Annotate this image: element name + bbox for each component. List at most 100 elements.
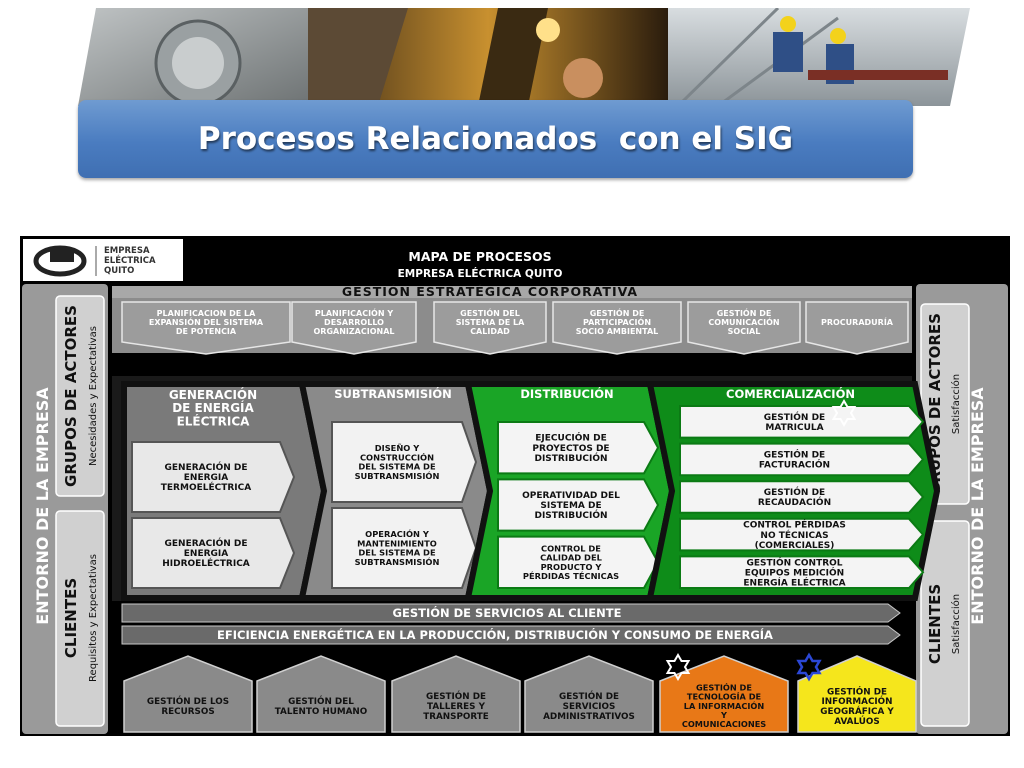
support-process-label: RECURSOS [161,707,214,717]
core-process-box [679,442,925,477]
support-process-box [797,655,917,733]
support-process-label: TRANSPORTE [423,712,489,722]
logo-line1: EMPRESA [104,246,150,256]
core-process-box [497,535,660,589]
support-process-box [123,655,253,733]
service-bar-label: GESTIÓN DE SERVICIOS AL CLIENTE [393,605,622,620]
core-process-label: DEL SISTEMA DE [358,548,436,558]
core-process-box [331,421,478,503]
strategic-process-label: DE POTENCIA [176,327,237,336]
right-clients-box [920,520,970,727]
support-process-label: GESTIÓN DE [696,682,752,693]
core-process-label: GENERACIÓN DE [165,461,248,473]
core-process-label: CONSTRUCCIÓN [360,451,434,462]
right-actors-sub: Satisfacción [950,374,962,434]
left-actors-box [55,295,105,497]
strategic-process-label: SOCIO AMBIENTAL [576,327,659,336]
left-actors-sub: Necesidades y Expectativas [88,326,99,466]
core-process-label: GESTIÓN CONTROL [746,556,842,568]
star-icon-white [831,399,857,427]
strategic-process-label: PLANIFICACION DE LA [157,309,256,318]
core-process-label: GESTIÓN DE [764,449,825,461]
core-process-box [497,421,660,475]
support-process-label: TECNOLOGÍA DE [687,691,761,702]
strategic-process-box [121,301,291,355]
strategic-process-label: ORGANIZACIONAL [313,327,394,336]
core-process-label: PÉRDIDAS TÉCNICAS [523,570,619,581]
core-process-label: DISTRIBUCIÓN [534,452,607,464]
core-stage-title: GENERACIÓN [169,387,257,402]
strategic-process-box [687,301,801,355]
support-process-box [391,655,521,733]
core-process-label: DEL SISTEMA DE [358,462,436,472]
core-process-label: DISEÑO Y [375,443,421,453]
core-process-box [679,405,925,439]
logo-line3: QUITO [104,266,134,276]
core-process-label: MATRICULA [765,423,823,433]
core-process-label: SUBTRANSMISIÓN [355,470,440,481]
right-clients-title: CLIENTES [926,584,944,664]
left-clients-box [55,510,105,727]
strategic-process-label: PARTICIPACIÓN [583,316,651,327]
strategic-title: GESTIÓN ESTRATÉGICA CORPORATIVA [342,284,638,299]
support-process-box [256,655,386,733]
core-process-label: EJECUCIÓN DE [535,432,606,444]
map-subtitle: EMPRESA ELÉCTRICA QUITO [398,267,563,280]
core-process-label: ENERGIA [184,549,228,559]
strategic-process-label: DESARROLLO [324,318,384,327]
core-process-box [131,441,296,513]
core-process-box [497,478,660,532]
core-stage-title: DISTRIBUCIÓN [520,386,613,401]
core-process-label: OPERACIÓN Y [365,528,430,539]
service-bar [121,625,901,645]
process-map: EMPRESA ELÉCTRICA QUITO MAPA DE PROCESOS… [20,236,1010,736]
support-process-label: LA INFORMACIÓN [684,700,765,711]
core-stage-title: ELÉCTRICA [177,414,251,429]
core-process-label: CALIDAD DEL [540,553,603,563]
strategic-process-label: GESTIÓN DEL [460,307,520,318]
core-process-label: FACTURACIÓN [759,459,830,471]
support-process-label: INFORMACIÓN [821,695,892,707]
star-icon-blue [796,652,822,682]
support-process-label: Y [720,710,728,720]
header-banner [78,8,970,106]
core-process-label: CONTROL DE [541,543,601,553]
support-process-label: TALENTO HUMANO [275,707,368,717]
support-process-label: GEOGRÁFICA Y [820,705,894,717]
strategic-process-box [291,301,417,355]
core-process-label: OPERATIVIDAD DEL [522,491,620,501]
support-process-label: COMUNICACIONES [682,719,766,729]
support-process-label: ADMINISTRATIVOS [543,712,635,722]
service-bar [121,603,901,623]
strategic-process-label: COMUNICACIÓN [708,316,779,327]
strategic-process-label: SOCIAL [728,327,761,336]
support-process-label: GESTIÓN DE [827,685,887,697]
support-process-label: AVALÚOS [834,715,879,727]
slide-title-bar: Procesos Relacionados con el SIG [78,100,913,178]
left-clients-title: CLIENTES [62,578,80,658]
core-process-label: PRODUCTO Y [541,562,603,572]
core-process-label: SUBTRANSMISIÓN [355,556,440,567]
core-process-label: CONTROL PÉRDIDAS [743,519,846,531]
support-process-label: GESTIÓN DEL [288,695,354,707]
core-process-label: GESTIÓN DE [764,411,825,423]
core-process-label: ENERGÍA ELÉCTRICA [743,576,845,588]
support-process-box [524,655,654,733]
map-title: MAPA DE PROCESOS [408,249,551,264]
core-stage-title: DE ENERGÍA [172,400,254,415]
support-process-label: SERVICIOS [563,702,616,712]
core-process-label: GENERACIÓN DE [165,537,248,549]
core-process-label: (COMERCIALES) [755,541,835,551]
core-process-label: HIDROELÉCTRICA [162,557,250,569]
core-process-box [131,517,296,589]
strategic-process-label: GESTIÓN DE [590,307,645,318]
left-actors-title: GRUPOS DE ACTORES [62,305,80,487]
core-process-label: GESTIÓN DE [764,486,825,498]
right-clients-sub: Satisfacción [950,594,962,654]
support-process-label: TALLERES Y [427,702,486,712]
strategic-process-label: CALIDAD [470,327,510,336]
core-process-label: ENERGIA [184,473,228,483]
core-stage-title: SUBTRANSMISIÓN [334,386,452,401]
strategic-process-label: SISTEMA DE LA [456,318,525,327]
star-icon-white [665,653,691,681]
